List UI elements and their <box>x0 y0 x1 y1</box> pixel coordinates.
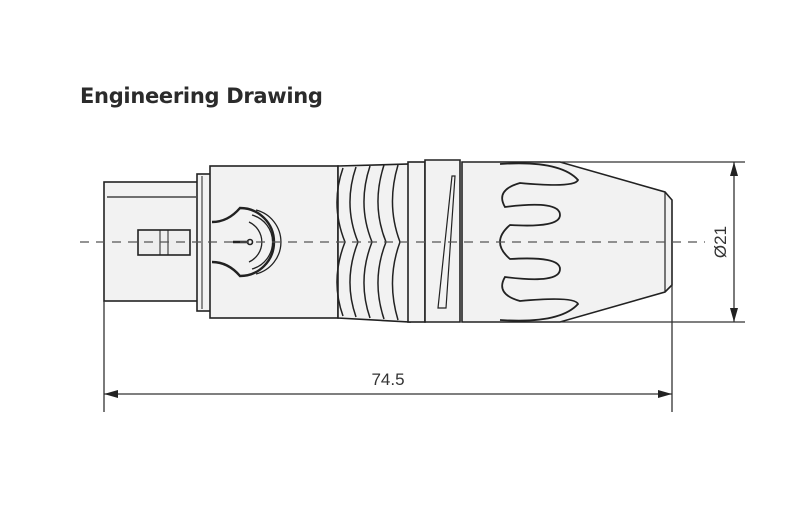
drawing-title: Engineering Drawing <box>80 84 323 108</box>
diameter-label: Ø21 <box>711 226 730 258</box>
length-label: 74.5 <box>371 370 404 389</box>
diameter-dimension: Ø21 <box>711 162 738 322</box>
length-dimension: 74.5 <box>104 370 672 398</box>
